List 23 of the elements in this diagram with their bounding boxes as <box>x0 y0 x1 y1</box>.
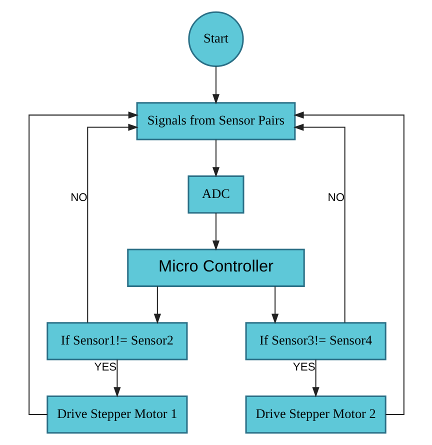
arrow <box>28 112 138 416</box>
node-box: Drive Stepper Motor 2 <box>244 395 386 434</box>
arrow <box>212 140 220 178</box>
arrow <box>292 124 345 323</box>
edge-label: NO <box>70 192 87 204</box>
node-circle: Start <box>188 11 244 67</box>
node-box: Micro Controller <box>126 248 304 287</box>
node-box: ADC <box>187 175 244 214</box>
node-box: Signals from Sensor Pairs <box>136 102 296 140</box>
arrow <box>293 112 404 416</box>
arrow <box>312 360 319 398</box>
arrow <box>212 213 220 251</box>
arrow <box>153 286 160 324</box>
node-box: Drive Stepper Motor 1 <box>46 395 188 434</box>
edge-label: YES <box>292 361 315 374</box>
arrow <box>212 66 220 104</box>
arrow <box>86 124 138 323</box>
edge-label: YES <box>94 361 116 374</box>
edge-label: NO <box>327 192 344 204</box>
node-box: If Sensor3!= Sensor4 <box>244 322 386 360</box>
arrow <box>271 286 278 324</box>
arrow <box>113 360 120 398</box>
node-box: If Sensor1!= Sensor2 <box>46 322 188 360</box>
